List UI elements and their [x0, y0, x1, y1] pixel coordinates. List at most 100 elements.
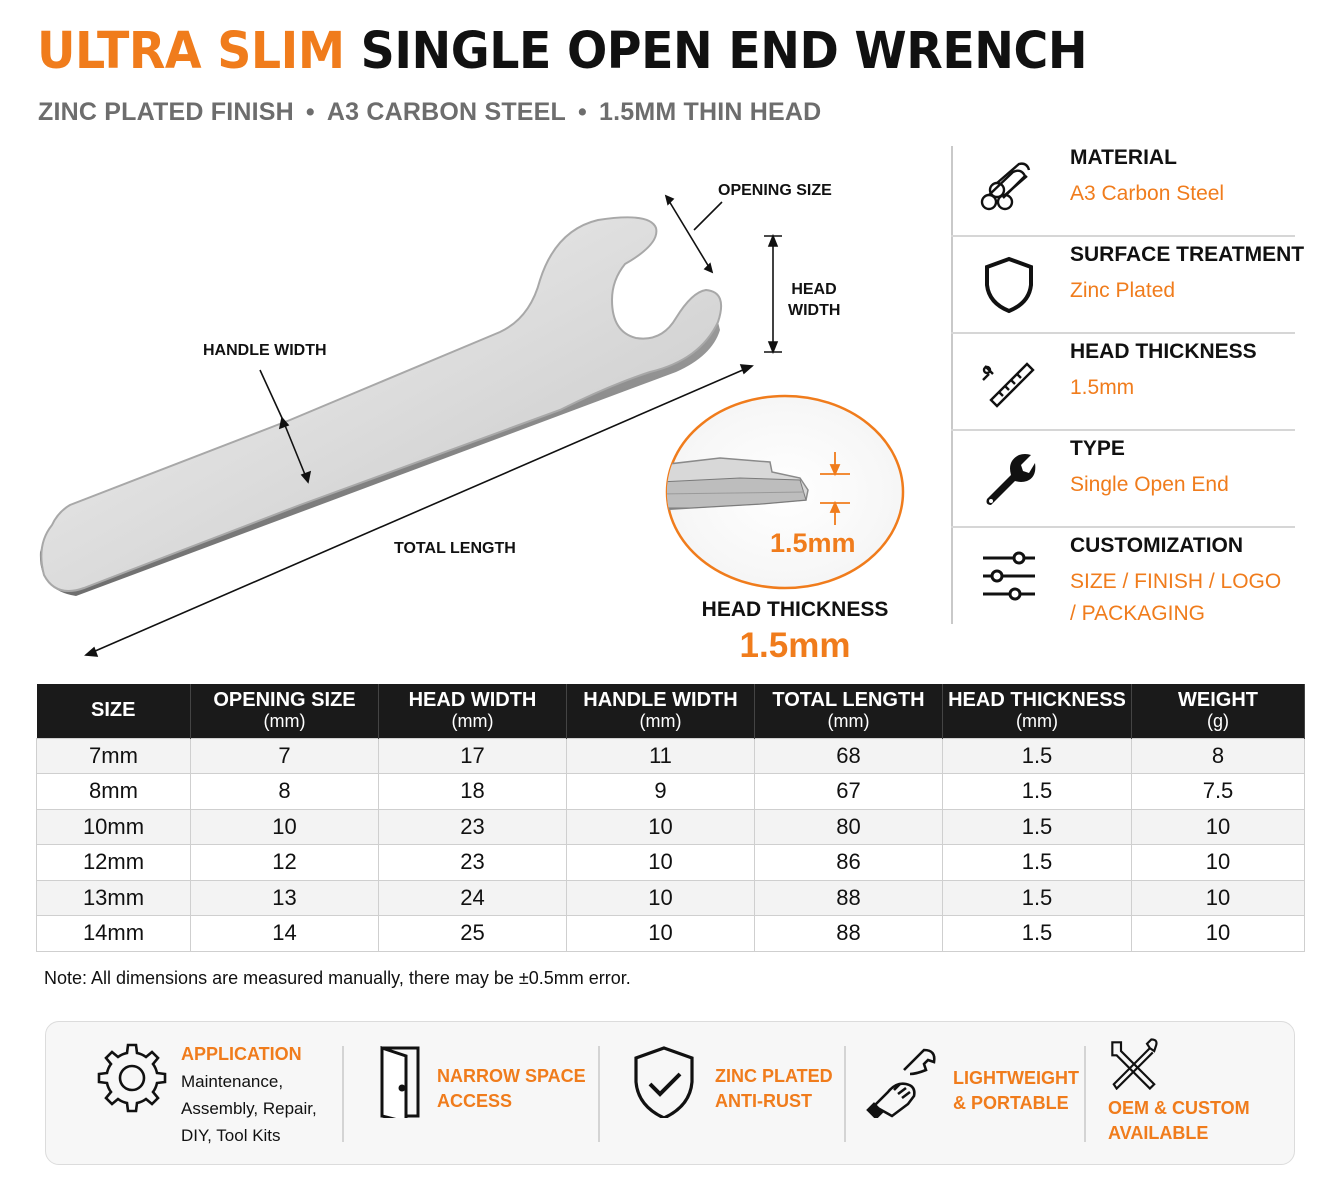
- spec-head-thickness: HEAD THICKNESS 1.5mm: [951, 334, 1295, 431]
- table-cell: 8: [190, 773, 379, 810]
- hand-wrench-icon: [866, 1048, 936, 1118]
- table-cell: 23: [378, 808, 567, 845]
- column-header-label: HEAD THICKNESS: [948, 688, 1126, 711]
- table-cell: 80: [754, 808, 943, 845]
- wrench-body: [39, 216, 722, 596]
- feature-title: LIGHTWEIGHT & PORTABLE: [953, 1066, 1079, 1116]
- spec-title: MATERIAL: [1070, 146, 1177, 169]
- table-cell: 10: [566, 844, 755, 881]
- table-cell: 1.5: [942, 844, 1132, 881]
- feature-desc-line: DIY, Tool Kits: [181, 1126, 281, 1145]
- spec-surface-treatment: SURFACE TREATMENT Zinc Plated: [951, 237, 1304, 334]
- column-header: HEAD THICKNESS(mm): [942, 684, 1132, 738]
- narrow-door-icon: [380, 1046, 420, 1118]
- table-header-row: SIZE OPENING SIZE(mm) HEAD WIDTH(mm) HAN…: [36, 684, 1305, 738]
- circle-thickness-value: 1.5mm: [770, 528, 856, 558]
- thickness-caption: HEAD THICKNESS: [701, 598, 889, 621]
- title-main: SINGLE OPEN END WRENCH: [360, 22, 1088, 81]
- table-cell: 10: [1131, 844, 1305, 881]
- feature-oem-custom: OEM & CUSTOM AVAILABLE: [1086, 1022, 1294, 1166]
- table-cell: 10: [1131, 879, 1305, 916]
- feature-title: ZINC PLATED ANTI-RUST: [715, 1064, 833, 1114]
- spec-value: Zinc Plated: [1070, 279, 1176, 302]
- column-header-label: HEAD WIDTH: [408, 688, 537, 711]
- table-cell: 10mm: [36, 808, 191, 845]
- column-header: OPENING SIZE(mm): [190, 684, 379, 738]
- feature-separator: [342, 1046, 344, 1142]
- column-header-unit: (mm): [827, 710, 870, 731]
- column-header: HEAD WIDTH(mm): [378, 684, 567, 738]
- column-header-label: OPENING SIZE: [213, 688, 356, 711]
- spec-title: SURFACE TREATMENT: [1070, 243, 1305, 266]
- spec-title: CUSTOMIZATION: [1070, 534, 1244, 557]
- subtitle-separator: •: [305, 98, 315, 126]
- spec-title: HEAD THICKNESS: [1070, 340, 1257, 363]
- column-header-unit: (mm): [451, 710, 494, 731]
- table-cell: 1.5: [942, 773, 1132, 810]
- feature-desc-line: Assembly, Repair,: [181, 1099, 317, 1118]
- spec-value: A3 Carbon Steel: [1070, 182, 1225, 205]
- gear-icon: [97, 1043, 167, 1113]
- table-cell: 13mm: [36, 879, 191, 916]
- spec-value: SIZE / FINISH / LOGO / PACKAGING: [1070, 570, 1282, 625]
- thickness-value: 1.5mm: [739, 626, 851, 665]
- table-cell: 68: [754, 737, 943, 774]
- table-cell: 88: [754, 915, 943, 952]
- table-cell: 7: [190, 737, 379, 774]
- table-cell: 12mm: [36, 844, 191, 881]
- size-table: SIZE OPENING SIZE(mm) HEAD WIDTH(mm) HAN…: [36, 684, 1305, 952]
- table-cell: 88: [754, 879, 943, 916]
- column-header-unit: (mm): [639, 710, 682, 731]
- table-cell: 1.5: [942, 737, 1132, 774]
- table-cell: 12: [190, 844, 379, 881]
- total-length-label: TOTAL LENGTH: [394, 540, 516, 557]
- table-cell: 13: [190, 879, 379, 916]
- specs-divider: [951, 146, 953, 624]
- feature-application: APPLICATION Maintenance, Assembly, Repai…: [46, 1022, 342, 1166]
- column-header-label: HANDLE WIDTH: [583, 688, 738, 711]
- feature-title-text: OEM & CUSTOM AVAILABLE: [1108, 1098, 1250, 1143]
- table-cell: 14: [190, 915, 379, 952]
- feature-title-text: ZINC PLATED ANTI-RUST: [715, 1066, 833, 1111]
- table-cell: 25: [378, 915, 567, 952]
- head-width-label-text: HEAD WIDTH: [788, 281, 841, 319]
- spec-value: 1.5mm: [1070, 376, 1135, 399]
- feature-narrow-space: NARROW SPACE ACCESS: [344, 1022, 598, 1166]
- table-cell: 9: [566, 773, 755, 810]
- table-cell: 18: [378, 773, 567, 810]
- column-header-unit: (mm): [263, 710, 306, 731]
- feature-separator: [1084, 1046, 1086, 1142]
- spec-type: TYPE Single Open End: [951, 431, 1295, 528]
- subtitle-item: A3 CARBON STEEL: [326, 98, 567, 126]
- spec-list: MATERIAL A3 Carbon Steel SURFACE TREATME…: [951, 140, 1304, 648]
- column-header-label: SIZE: [91, 699, 136, 722]
- steel-bars-icon: [980, 162, 1031, 211]
- feature-title: NARROW SPACE ACCESS: [437, 1064, 586, 1114]
- measurement-note: Note: All dimensions are measured manual…: [44, 968, 631, 988]
- table-cell: 10: [566, 808, 755, 845]
- wrench-icon: [986, 454, 1036, 505]
- title-accent: ULTRA SLIM: [37, 22, 345, 81]
- feature-title: OEM & CUSTOM AVAILABLE: [1108, 1096, 1250, 1146]
- handle-width-label: HANDLE WIDTH: [203, 342, 327, 359]
- table-cell: 10: [1131, 915, 1305, 952]
- column-header: TOTAL LENGTH(mm): [754, 684, 943, 738]
- table-cell: 11: [566, 737, 755, 774]
- table-cell: 8: [1131, 737, 1305, 774]
- wrench-illustration: [39, 194, 905, 657]
- table-cell: 1.5: [942, 915, 1132, 952]
- feature-title-text: NARROW SPACE ACCESS: [437, 1066, 586, 1111]
- head-width-label: HEAD WIDTH: [788, 279, 840, 321]
- feature-title-text: LIGHTWEIGHT & PORTABLE: [953, 1068, 1079, 1113]
- table-cell: 14mm: [36, 915, 191, 952]
- feature-separator: [844, 1046, 846, 1142]
- table-cell: 17: [378, 737, 567, 774]
- tools-cross-icon: [1111, 1038, 1158, 1090]
- dimension-lines: [84, 194, 782, 657]
- column-header: SIZE: [36, 684, 191, 738]
- table-cell: 10: [1131, 808, 1305, 845]
